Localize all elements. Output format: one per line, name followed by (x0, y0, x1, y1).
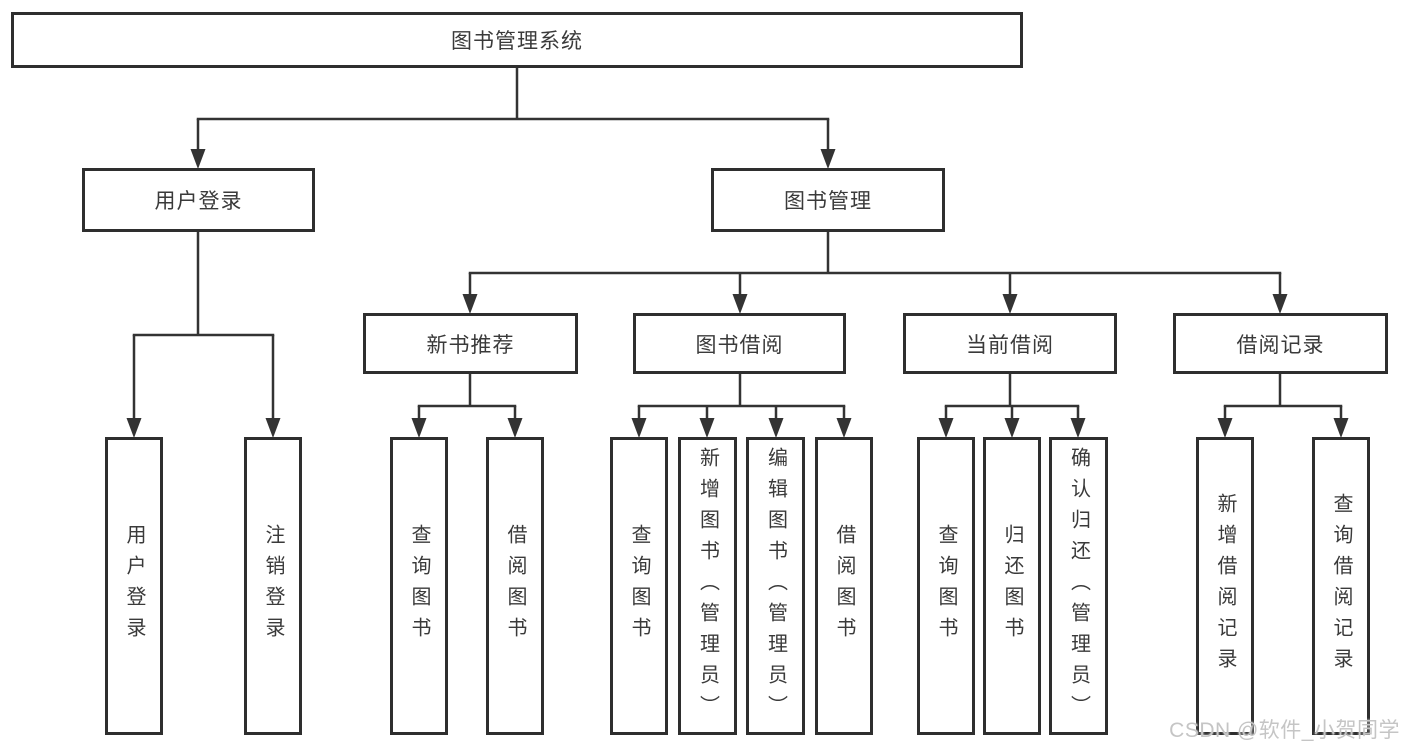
node-book-borrowing: 图书借阅 (633, 313, 846, 374)
leaf-label: 查询图书 (935, 524, 957, 648)
node-new-book-recommendation: 新书推荐 (363, 313, 578, 374)
leaf-label: 编辑图书（管理员） (764, 446, 787, 726)
leaf-label: 借阅图书 (504, 524, 526, 648)
leaf-add-borrow-record: 新增借阅记录 (1196, 437, 1254, 735)
node-book-management: 图书管理 (711, 168, 945, 232)
leaf-label: 借阅图书 (833, 524, 855, 648)
leaf-borrow-books-borrowing: 借阅图书 (815, 437, 873, 735)
node-label: 当前借阅 (966, 333, 1054, 357)
leaf-query-books-recommend: 查询图书 (390, 437, 448, 735)
leaf-query-books-current: 查询图书 (917, 437, 975, 735)
connector-segments (132, 66, 1343, 419)
node-label: 图书管理系统 (451, 30, 583, 53)
leaf-label: 注销登录 (262, 524, 284, 648)
node-label: 借阅记录 (1236, 333, 1325, 357)
csdn-watermark: CSDN @软件_小贺同学 (1169, 719, 1400, 742)
node-label: 图书管理 (784, 190, 872, 213)
leaf-logout: 注销登录 (244, 437, 302, 735)
node-current-borrowing: 当前借阅 (903, 313, 1117, 374)
leaf-edit-books-admin: 编辑图书（管理员） (746, 437, 805, 735)
arrowheads (126, 149, 1349, 438)
leaf-borrow-books-recommend: 借阅图书 (486, 437, 544, 735)
leaf-label: 用户登录 (123, 524, 145, 648)
leaf-label: 新增图书（管理员） (696, 446, 719, 726)
node-label: 新书推荐 (426, 333, 515, 357)
leaf-add-books-admin: 新增图书（管理员） (678, 437, 737, 735)
node-borrowing-records: 借阅记录 (1173, 313, 1388, 374)
leaf-label: 新增借阅记录 (1214, 493, 1236, 679)
leaf-label: 查询借阅记录 (1330, 493, 1352, 679)
leaf-user-login: 用户登录 (105, 437, 163, 735)
leaf-label: 确认归还（管理员） (1067, 446, 1090, 726)
leaf-label: 查询图书 (628, 524, 650, 648)
leaf-query-books-borrowing: 查询图书 (610, 437, 668, 735)
node-label: 图书借阅 (695, 333, 784, 357)
leaf-return-books: 归还图书 (983, 437, 1041, 735)
leaf-label: 查询图书 (408, 524, 430, 648)
leaf-label: 归还图书 (1001, 524, 1023, 648)
leaf-confirm-return-admin: 确认归还（管理员） (1049, 437, 1108, 735)
node-library-management-system: 图书管理系统 (11, 12, 1023, 68)
node-user-login: 用户登录 (82, 168, 315, 232)
node-label: 用户登录 (154, 190, 243, 213)
leaf-query-borrow-record: 查询借阅记录 (1312, 437, 1370, 735)
